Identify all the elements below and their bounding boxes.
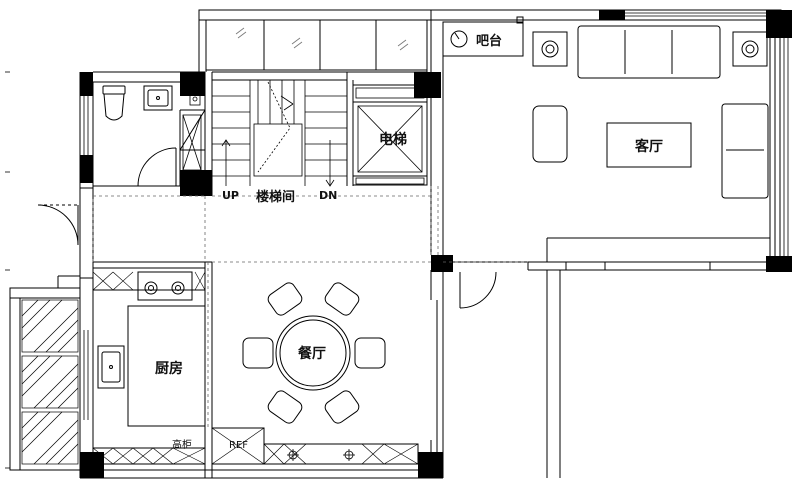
ceiling-light	[287, 449, 355, 461]
living-label: 客厅	[634, 138, 663, 155]
structural-columns	[80, 10, 792, 478]
column	[599, 10, 625, 20]
kitchen-label: 厨房	[155, 360, 183, 377]
stove-burner	[137, 271, 193, 301]
bar-counter	[450, 16, 524, 48]
sink	[143, 85, 173, 111]
up-label: UP	[222, 189, 239, 202]
column	[418, 452, 443, 478]
coffee-table	[606, 122, 692, 168]
window	[5, 12, 789, 469]
side-table	[532, 105, 568, 163]
tall-cabinet-label: 高柜	[172, 438, 192, 451]
kitchen-cabinets	[92, 271, 419, 465]
down-label: DN	[319, 189, 337, 202]
bar-label: 吧台	[476, 33, 502, 49]
dining-table	[275, 315, 351, 391]
shower-box	[182, 84, 202, 171]
balcony-planter	[21, 299, 79, 465]
dining-label: 餐厅	[297, 345, 326, 362]
staircase	[212, 80, 347, 187]
wall-lines	[9, 9, 782, 479]
toilet	[102, 85, 126, 121]
opening-lines	[92, 186, 528, 428]
elevator-car	[355, 87, 425, 185]
column	[180, 170, 212, 196]
column	[766, 10, 792, 38]
column	[80, 72, 93, 96]
column	[414, 72, 441, 98]
column	[431, 255, 453, 272]
ref-label: REF	[229, 440, 248, 451]
sofa	[577, 25, 769, 199]
air-conditioner	[532, 31, 768, 67]
stairs-label: 楼梯间	[256, 189, 295, 205]
sink	[97, 345, 125, 389]
room-labels: 吧台 电梯 楼梯间 UP DN 客厅 餐厅 厨房 高柜 REF	[155, 33, 663, 451]
dining-chair	[242, 282, 386, 424]
elevator-label: 电梯	[379, 131, 407, 148]
window	[235, 27, 409, 51]
column	[766, 256, 792, 272]
column	[80, 155, 93, 183]
column	[80, 452, 104, 478]
column	[180, 72, 205, 96]
